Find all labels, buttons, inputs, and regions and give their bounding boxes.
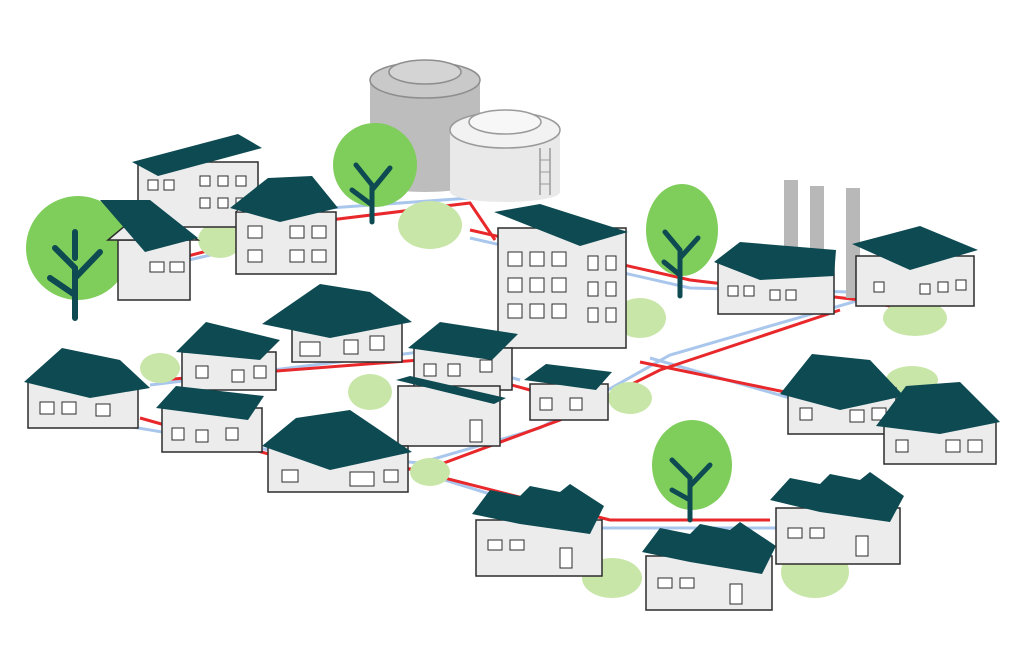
bush [883,300,947,336]
bush [348,374,392,410]
house [262,284,412,363]
factory [714,242,836,315]
factory-chimneys [784,180,860,298]
bush [608,382,652,414]
house [780,354,904,435]
tree [333,123,417,225]
sawtooth-workshop [642,522,776,611]
storage-tank-light [449,109,561,202]
house [230,176,338,275]
tree [652,420,732,523]
house [24,348,150,429]
bushes [140,201,947,598]
sawtooth-workshop [770,472,904,565]
apartment-block [494,204,628,349]
flat-building [396,376,506,447]
bush [410,458,450,486]
house [156,386,264,453]
factory [852,226,978,307]
house [176,322,280,391]
sawtooth-workshop [472,484,604,577]
house [524,364,612,421]
house [100,200,201,301]
tree [646,184,718,299]
house [262,410,412,493]
house [876,382,1000,465]
tree [26,196,130,321]
bush [398,201,462,249]
bush [198,222,242,258]
bush [140,353,180,383]
bush [614,298,666,338]
